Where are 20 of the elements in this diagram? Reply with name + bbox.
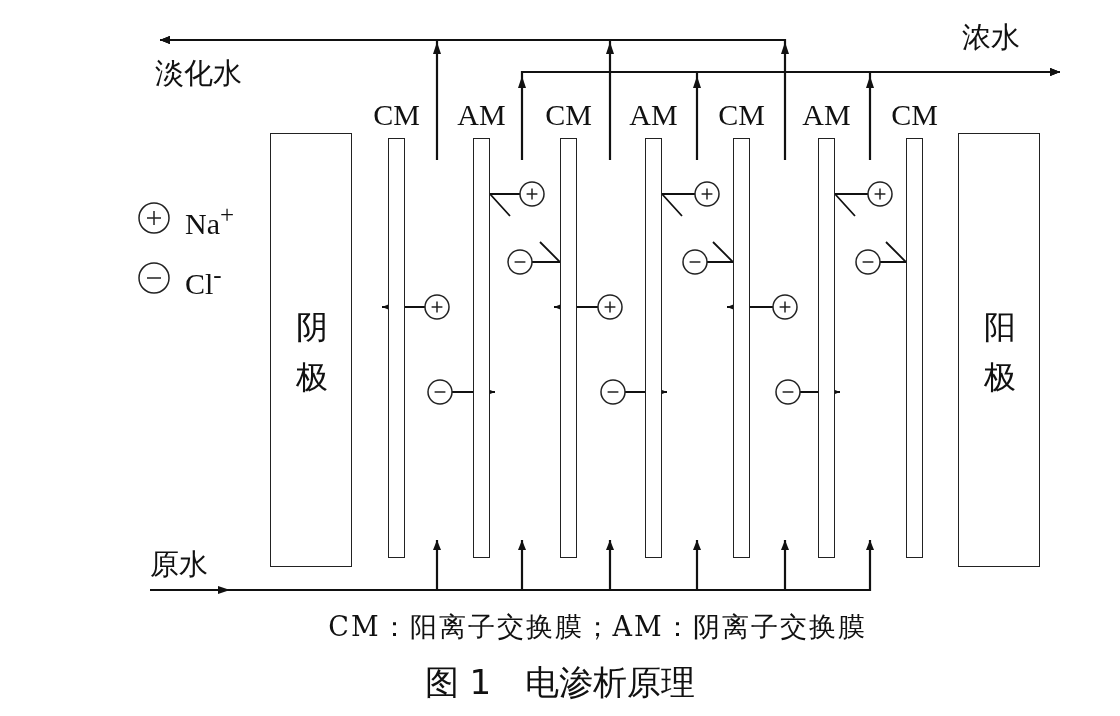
legend-text: Na$^{+}$ <box>185 200 235 241</box>
membrane-label: AM <box>628 98 679 132</box>
note-text: CM：阳离子交换膜；AM：阴离子交换膜 <box>327 610 868 644</box>
flow-arrow <box>868 68 1060 160</box>
membrane-label: AM <box>801 98 852 132</box>
electrode-label: 阴极 <box>295 307 329 398</box>
membrane-label: CM <box>544 98 593 132</box>
flow-arrow <box>160 36 787 160</box>
membrane-label: CM <box>890 98 939 132</box>
electrode-label: 阳极 <box>983 307 1017 398</box>
electrode-plate <box>958 133 1040 567</box>
membrane-label: CM <box>372 98 421 132</box>
flow-label: 浓水 <box>962 18 1065 74</box>
membrane-label: AM <box>456 98 507 132</box>
electrode-plate <box>270 133 352 567</box>
figure-caption: 图 1 电渗析原理 <box>423 662 697 702</box>
flow-label: 淡化水 <box>150 40 260 94</box>
flow-label: 原水 <box>150 545 260 589</box>
legend-text: Cl$^{-}$ <box>185 260 222 301</box>
membrane-label: CM <box>717 98 766 132</box>
